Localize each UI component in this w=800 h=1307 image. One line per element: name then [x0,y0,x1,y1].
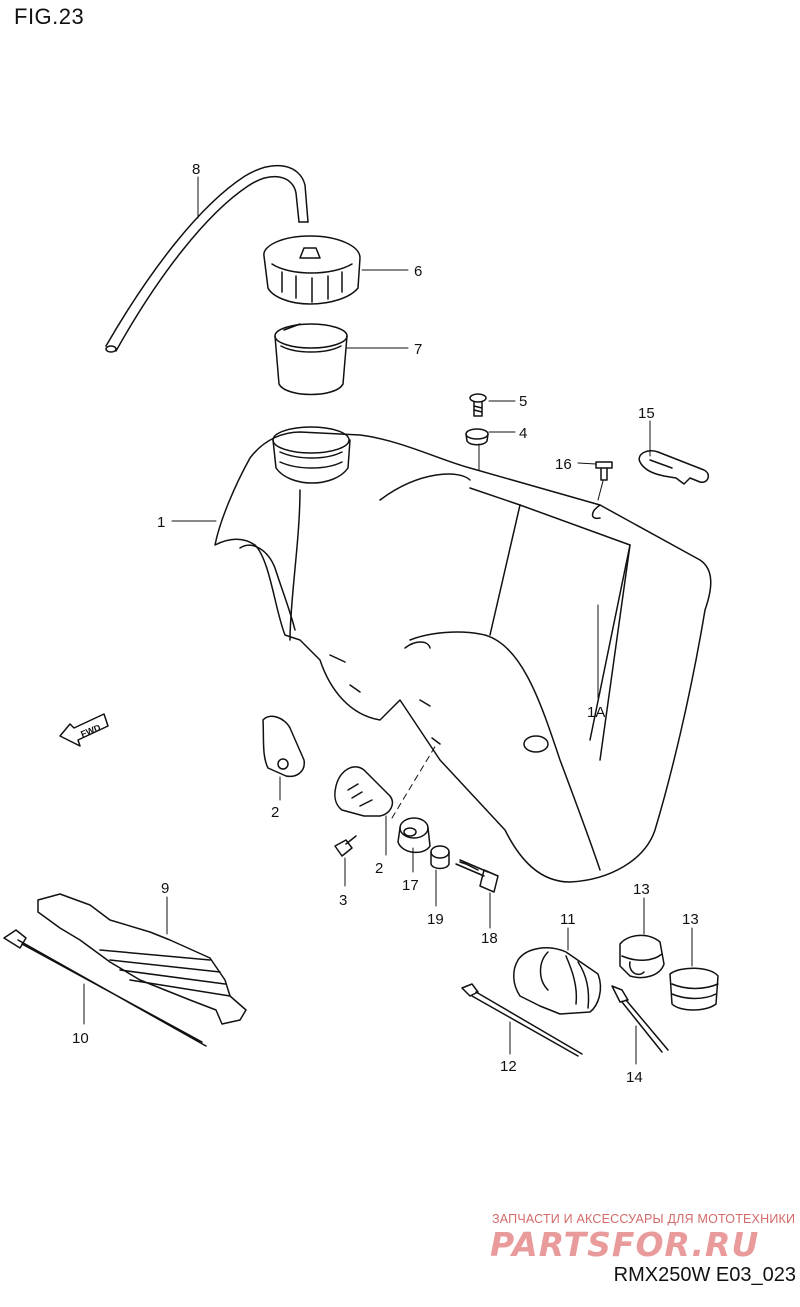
watermark-logo: PARTSFOR.RU [490,1225,760,1264]
cap-gasket-drawing [274,323,348,396]
cushion-a-drawing [619,934,665,979]
callout-19: 19 [427,911,444,928]
callout-15: 15 [638,405,655,422]
front-cushion-drawing [513,947,602,1015]
washer-drawing [465,428,489,446]
callout-16: 16 [555,456,572,473]
callout-1: 1 [157,514,165,531]
forward-arrow-icon [59,713,109,747]
callout-8: 8 [192,161,200,178]
tank-bracket-left-drawing [262,715,305,778]
callout-13-b: 13 [682,911,699,928]
mount-cushion-drawing [397,817,431,854]
callout-9: 9 [161,880,169,897]
hook-clip-drawing [638,450,710,485]
tank-bracket-right-drawing [334,766,394,817]
bracket-bolt-drawing [334,835,357,857]
callout-17: 17 [402,877,419,894]
callout-10: 10 [72,1030,89,1047]
callout-12: 12 [500,1058,517,1075]
mount-bolt-drawing [455,859,499,893]
callout-1A: 1A [587,704,605,721]
callout-7: 7 [414,341,422,358]
callout-11: 11 [560,911,576,928]
clamp-band-12-drawing [461,983,583,1057]
leader-lines [83,176,693,1065]
callout-5: 5 [519,393,527,410]
callout-4: 4 [519,425,527,442]
callout-18: 18 [481,930,498,947]
watermark-text: ЗАПЧАСТИ И АКСЕССУАРЫ ДЛЯ МОТОТЕХНИКИ [492,1212,796,1226]
fuel-tank-drawing [214,426,712,883]
callout-3: 3 [339,892,347,909]
clamp-band-small-drawing [611,985,669,1053]
callout-14: 14 [626,1069,643,1086]
clamp-band-drawing [3,929,207,1047]
callout-2-left: 2 [271,804,279,821]
callout-13-a: 13 [633,881,650,898]
model-code: RMX250W E03_023 [613,1264,796,1286]
cushion-b-drawing [669,967,719,1011]
fuel-cap-drawing [263,235,361,305]
heat-shield-pad-drawing [37,893,247,1025]
breather-hose-drawing [105,164,309,353]
collar-drawing [430,845,450,870]
figure-title: FIG.23 [14,4,85,29]
callout-6: 6 [414,263,422,280]
screw-drawing [469,393,487,417]
callout-2-right: 2 [375,860,383,877]
clip-screw-drawing [595,461,613,481]
